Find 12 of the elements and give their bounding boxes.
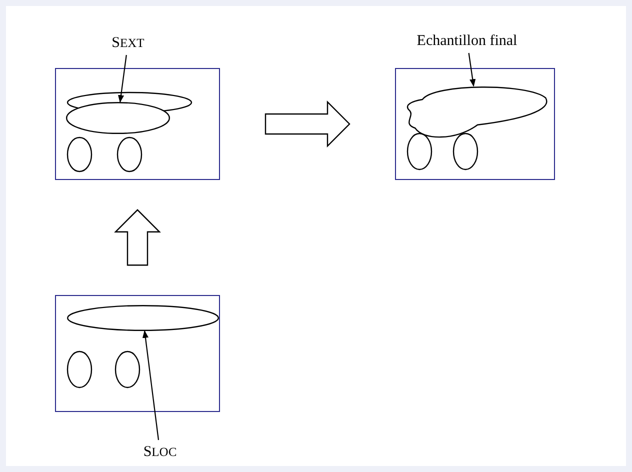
ellipse-shape xyxy=(66,304,218,330)
leader-line xyxy=(468,52,476,87)
leader-line xyxy=(118,54,127,103)
block-arrow xyxy=(114,209,161,266)
frame-box xyxy=(55,295,220,412)
ellipse-shape xyxy=(66,102,170,134)
label-text: Echantillon final xyxy=(392,29,542,53)
leader-line xyxy=(142,330,160,440)
frame-box xyxy=(55,68,220,180)
merged-shape xyxy=(404,86,550,140)
frame-box xyxy=(395,68,555,180)
block-arrow xyxy=(264,100,350,148)
